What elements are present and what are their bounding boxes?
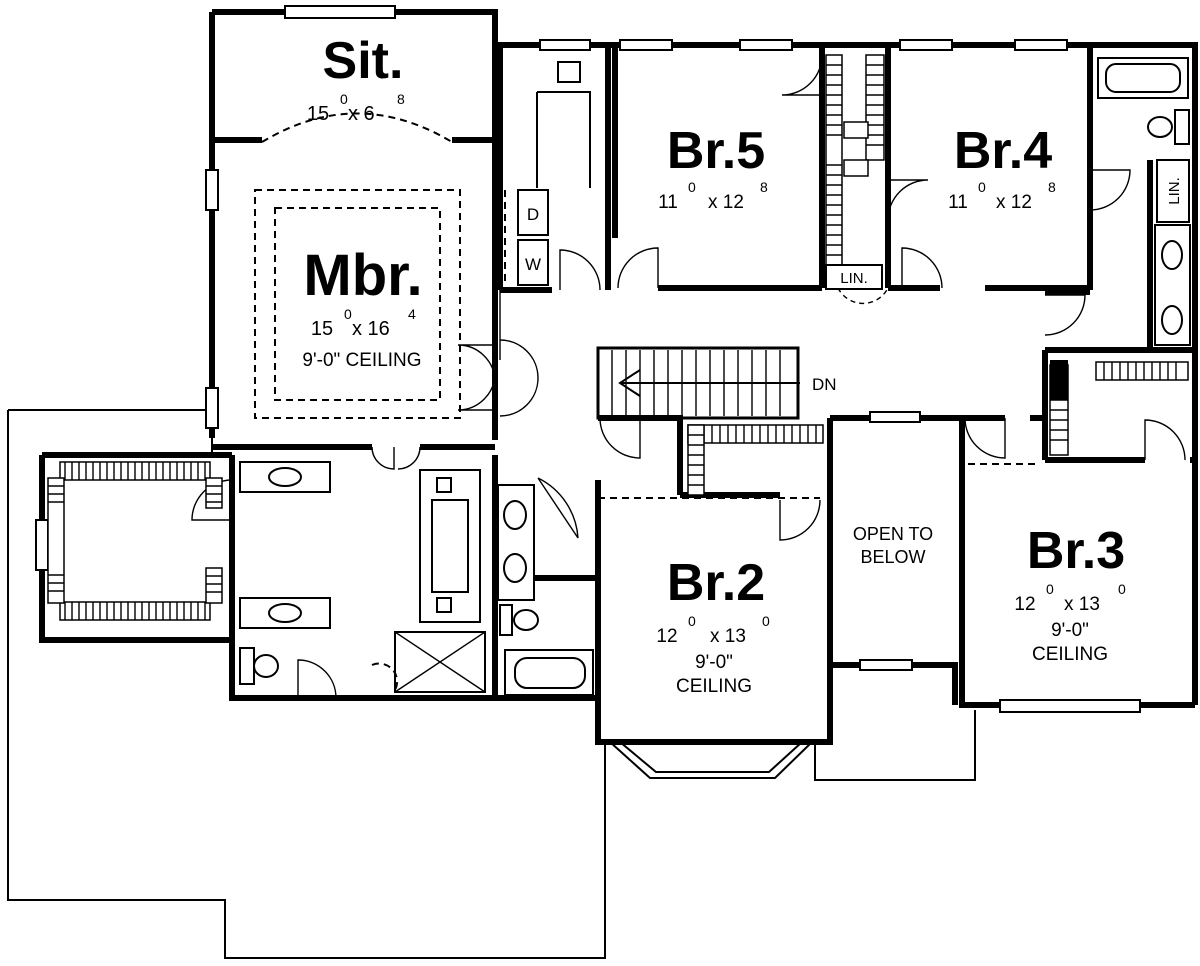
linen-label-2: LIN. <box>1166 177 1183 205</box>
br5-dim-d-sup: 8 <box>760 179 768 195</box>
hall-north-wall <box>497 48 1090 293</box>
windows <box>35 5 1141 713</box>
br4-dim-d-sup: 8 <box>1048 179 1056 195</box>
br3-closet-wall <box>962 415 1195 463</box>
doors <box>191 54 1186 699</box>
mbr-tray-ceiling-inner <box>274 207 441 401</box>
open-to-below-line1: OPEN TO <box>853 524 933 544</box>
br4-dim-w: 11 <box>948 192 968 213</box>
br5-name: Br.5 <box>667 122 765 180</box>
sit-dim-w-sup: 0 <box>340 91 348 107</box>
br5-dim-x: x 12 <box>708 192 744 213</box>
br2-dim-w: 12 <box>656 626 677 647</box>
br4-name: Br.4 <box>954 122 1052 180</box>
br3-dim-w-sup: 0 <box>1046 581 1054 597</box>
stair-down-label: DN <box>812 375 837 394</box>
porch-outline <box>814 710 976 781</box>
bath-east-wall <box>1042 160 1195 460</box>
br3-exterior-wall <box>959 460 1195 708</box>
br3-dim-w: 12 <box>1014 594 1035 615</box>
br3-dim-x: x 13 <box>1064 594 1100 615</box>
exterior-wall-sit <box>209 9 498 440</box>
linen-closet-2 <box>1156 159 1190 223</box>
fixtures <box>239 57 1191 696</box>
mbr-name: Mbr. <box>303 243 422 308</box>
room-br2: Br.2 12 0 x 13 0 9'-0" CEILING <box>656 554 770 697</box>
mbr-tray-ceiling-outer <box>254 189 461 419</box>
sit-dim-x: x 6 <box>348 103 375 125</box>
open-to-below-line2: BELOW <box>860 547 925 567</box>
bay-window <box>609 741 813 779</box>
br4-dim-w-sup: 0 <box>978 179 986 195</box>
br2-ceiling-height: 9'-0" <box>695 652 733 673</box>
mbr-dim-w: 15 <box>311 318 333 340</box>
staircase <box>596 346 800 420</box>
mbr-dim-x: x 16 <box>352 318 390 340</box>
room-mbr: Mbr. 15 0 x 16 4 9'-0" CEILING <box>302 243 422 371</box>
br4-dim-x: x 12 <box>996 192 1032 213</box>
sit-dim-d-sup: 8 <box>397 91 405 107</box>
br5-dim-w-sup: 0 <box>688 179 696 195</box>
mbr-dim-d-sup: 4 <box>408 306 416 322</box>
sit-arch <box>261 112 453 143</box>
br3-dim-d-sup: 0 <box>1118 581 1126 597</box>
br2-ceiling-label: CEILING <box>676 676 752 697</box>
room-br4: Br.4 11 0 x 12 8 <box>948 122 1056 213</box>
room-br3: Br.3 12 0 x 13 0 9'-0" CEILING <box>1014 522 1126 665</box>
linen-label-1: LIN. <box>840 270 868 287</box>
br2-name: Br.2 <box>667 554 765 612</box>
br5-dim-w: 11 <box>658 192 678 213</box>
br4-east-wall <box>1045 48 1093 295</box>
dryer-label: D <box>527 205 539 224</box>
br2-dim-x: x 13 <box>710 626 746 647</box>
sit-dim-w: 15 <box>307 103 329 125</box>
exterior-wall-top <box>495 42 1198 705</box>
br3-ceiling-height: 9'-0" <box>1051 620 1089 641</box>
room-br5: Br.5 11 0 x 12 8 <box>658 122 768 213</box>
br2-dim-w-sup: 0 <box>688 613 696 629</box>
br2-dim-d-sup: 0 <box>762 613 770 629</box>
br3-name: Br.3 <box>1027 522 1125 580</box>
washer-label: W <box>525 255 541 274</box>
mbr-dim-w-sup: 0 <box>344 306 352 322</box>
linen-closet-1 <box>825 264 883 290</box>
room-sit: Sit. 15 0 x 6 8 <box>307 32 405 125</box>
mbr-ceiling: 9'-0" CEILING <box>302 350 421 371</box>
closet-rods <box>47 54 1189 621</box>
br3-ceiling-label: CEILING <box>1032 644 1108 665</box>
sit-name: Sit. <box>323 32 404 90</box>
